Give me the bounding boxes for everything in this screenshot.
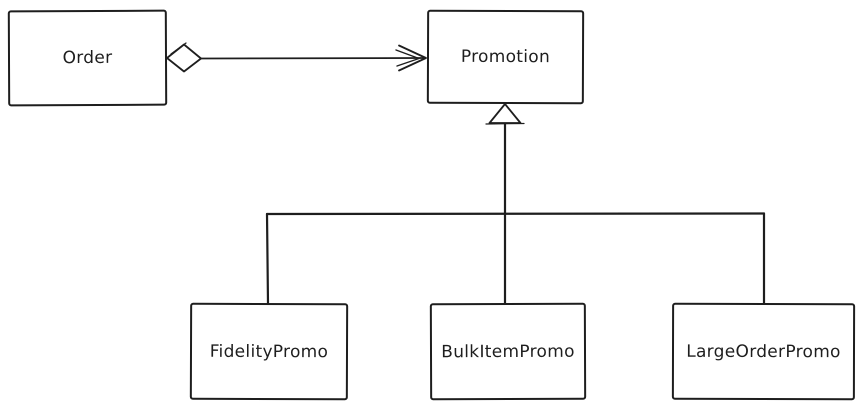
class-node-promotion-label: Promotion [460, 46, 551, 68]
class-node-largeorderpromo: LargeOrderPromo [671, 302, 856, 401]
class-node-promotion: Promotion [426, 9, 585, 105]
class-node-fidelitypromo-label: FidelityPromo [209, 341, 329, 362]
class-node-fidelitypromo: FidelityPromo [189, 302, 349, 401]
generalization-rail-line [265, 212, 766, 216]
class-node-bulkitempromo: BulkItemPromo [429, 302, 587, 401]
generalization-drop-fidelity [265, 212, 270, 306]
aggregation-edge [166, 42, 427, 73]
open-arrowhead-icon [395, 44, 427, 72]
generalization-triangle-icon [485, 103, 525, 125]
class-node-bulkitempromo-label: BulkItemPromo [441, 341, 575, 362]
class-node-largeorderpromo-label: LargeOrderPromo [686, 341, 841, 362]
class-node-order-label: Order [62, 47, 113, 69]
aggregation-diamond-icon [166, 42, 202, 73]
generalization-connector [265, 103, 766, 306]
class-node-order: Order [7, 9, 168, 107]
aggregation-edge-shaft [200, 57, 426, 60]
